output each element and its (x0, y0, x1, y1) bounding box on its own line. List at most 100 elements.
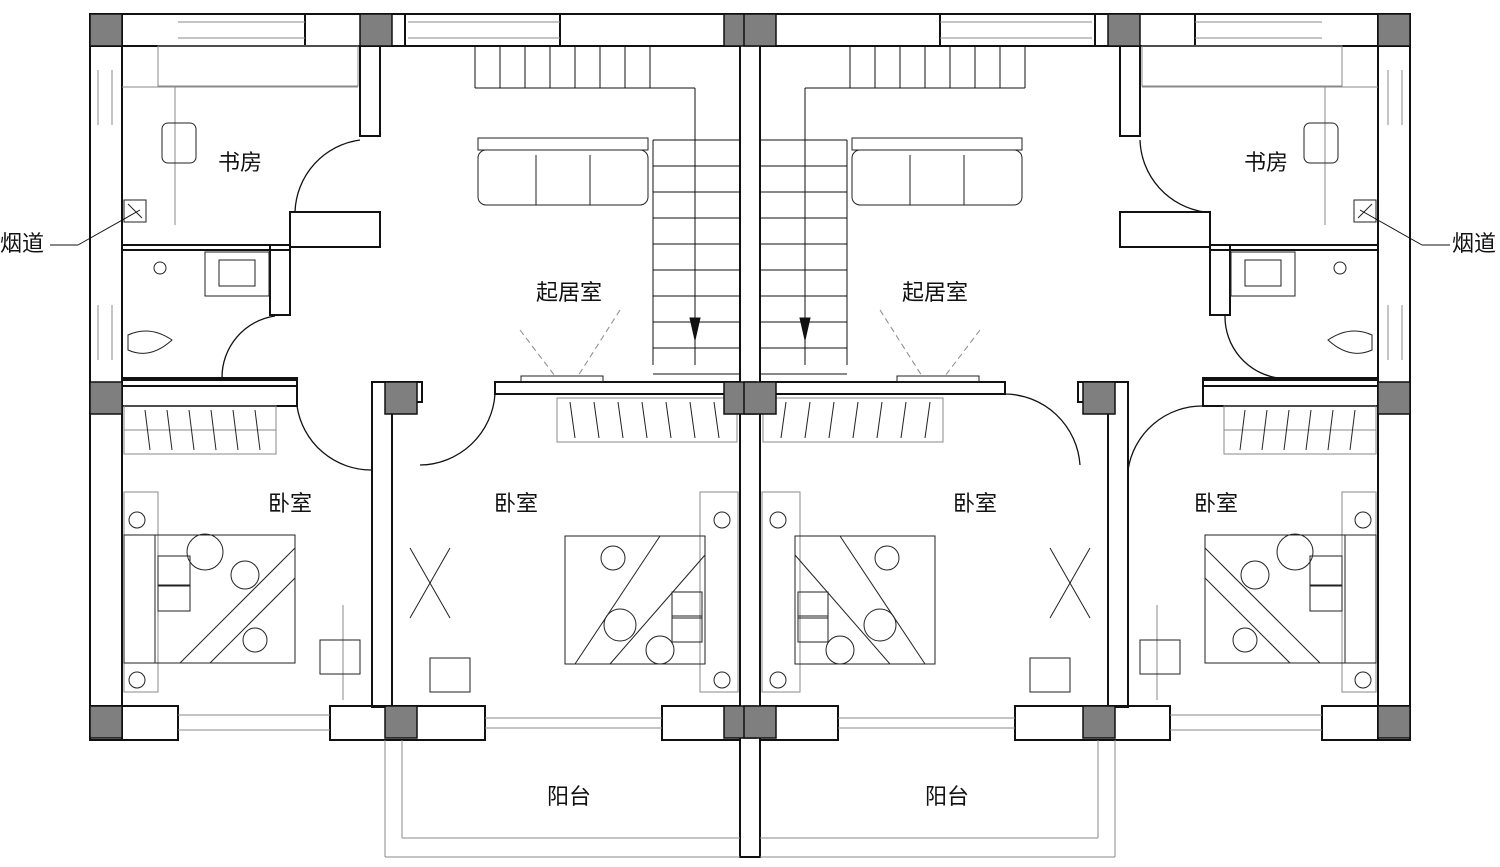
column (1378, 382, 1410, 414)
nightstand-lamp-icon (714, 512, 730, 528)
nightstand-lamp-icon (714, 672, 730, 688)
room-label-bedroom-1: 卧室 (268, 492, 312, 517)
hanger-icon (781, 402, 786, 438)
desk-counter (1142, 46, 1342, 86)
hanger-icon (233, 410, 238, 450)
hanger-icon (618, 402, 623, 438)
hanger-icon (1262, 410, 1267, 450)
bath-door-swing (1225, 316, 1278, 378)
fixture-lines (98, 22, 1402, 857)
bedroom-top-wall (122, 378, 297, 406)
pillow-pattern-icon (875, 546, 899, 570)
desk-chair-icon (430, 658, 470, 692)
bath-bottom-wall (122, 380, 297, 386)
bed-fold-line (180, 548, 295, 663)
sink-basin (1245, 260, 1281, 286)
wardrobe (557, 398, 737, 442)
bed-icon (124, 535, 295, 663)
column (1083, 382, 1115, 414)
hanger-icon (1328, 410, 1333, 450)
bed-fold-line (610, 555, 705, 664)
bath-right-wall (1210, 245, 1230, 315)
exterior-wall-side (90, 14, 122, 740)
bedroom-door-swing (1005, 394, 1080, 465)
hanger-icon (642, 402, 647, 438)
exterior-wall-top (90, 14, 740, 46)
pillow-icon (158, 556, 190, 586)
tv-cabinet-icon (521, 376, 603, 382)
pillow-pattern-icon (187, 534, 223, 570)
hanger-icon (666, 402, 671, 438)
hanger-icon (145, 410, 150, 450)
staircase (475, 46, 1025, 374)
desk-chair-icon (1030, 658, 1070, 692)
tv-view-line (945, 330, 980, 376)
sink-icon (1231, 252, 1295, 296)
study-wall-bottom (290, 212, 380, 247)
room-label-study-right: 书房 (1244, 151, 1288, 176)
bed-fold-line (1205, 578, 1290, 663)
hanger-icon (901, 402, 906, 438)
bed-fold-line (795, 555, 890, 664)
hanger-icon (189, 410, 194, 450)
bed-fold-line (575, 536, 660, 664)
flue-diagonal (128, 204, 142, 218)
desk-chair-icon (1140, 640, 1180, 674)
exterior-wall-side (1378, 14, 1410, 740)
study-door-swing (295, 140, 360, 212)
pillow-pattern-icon (826, 636, 854, 664)
columns (90, 14, 1410, 738)
bedroom-door-swing (1128, 406, 1203, 470)
sink-basin (219, 260, 255, 286)
column (744, 14, 776, 46)
pillow-icon (158, 585, 190, 611)
room-label-living-left: 起居室 (536, 281, 602, 306)
bed-icon (795, 536, 935, 664)
top-wall-center (560, 14, 740, 46)
tv-view-line (578, 310, 620, 376)
exterior-wall-top (760, 14, 1410, 46)
hanger-icon (1350, 410, 1355, 450)
pillow-pattern-icon (231, 561, 259, 589)
stair-arrow-head (690, 318, 700, 340)
sofa-back (852, 138, 1022, 150)
bed-fold-line (840, 536, 925, 664)
pillow-pattern-icon (1233, 628, 1257, 652)
hanger-icon (877, 402, 882, 438)
door-swings (222, 140, 1278, 470)
floor-drain-icon (154, 262, 166, 274)
flue-box (1354, 200, 1376, 222)
bath-top-wall (122, 245, 290, 250)
column (744, 706, 776, 738)
stair-arrow-head (800, 318, 810, 340)
bed-icon (1205, 535, 1376, 663)
bed-icon (565, 536, 705, 664)
pillow-icon (672, 616, 702, 642)
bath-right-wall (270, 245, 290, 315)
pillow-pattern-icon (601, 546, 625, 570)
pillow-pattern-icon (864, 609, 896, 641)
bedroom-door-swing (297, 406, 372, 470)
callout-flue-right: 烟道 (1452, 232, 1496, 257)
room-label-balcony-left: 阳台 (547, 785, 591, 810)
column (90, 14, 122, 46)
pillow-pattern-icon (646, 636, 674, 664)
hanger-icon (594, 402, 599, 438)
room-label-balcony-right: 阳台 (925, 785, 969, 810)
hanger-icon (1240, 410, 1245, 450)
desk-counter (158, 46, 358, 86)
column (744, 382, 776, 414)
flue-diagonal (1358, 204, 1372, 218)
sofa-back (478, 138, 648, 150)
furniture (124, 123, 1376, 692)
nightstand-lamp-icon (1355, 512, 1371, 528)
pillow-pattern-icon (1277, 534, 1313, 570)
study-door-swing (1140, 140, 1205, 212)
bath-bottom-wall (1203, 380, 1378, 386)
study-wall-right (360, 46, 380, 136)
floor-drain-icon (1334, 262, 1346, 274)
hanger-icon (255, 410, 260, 450)
callout-leader-right-diagonal (1360, 210, 1422, 245)
living-bottom-wall (760, 382, 1005, 394)
bedside-column (762, 492, 800, 692)
